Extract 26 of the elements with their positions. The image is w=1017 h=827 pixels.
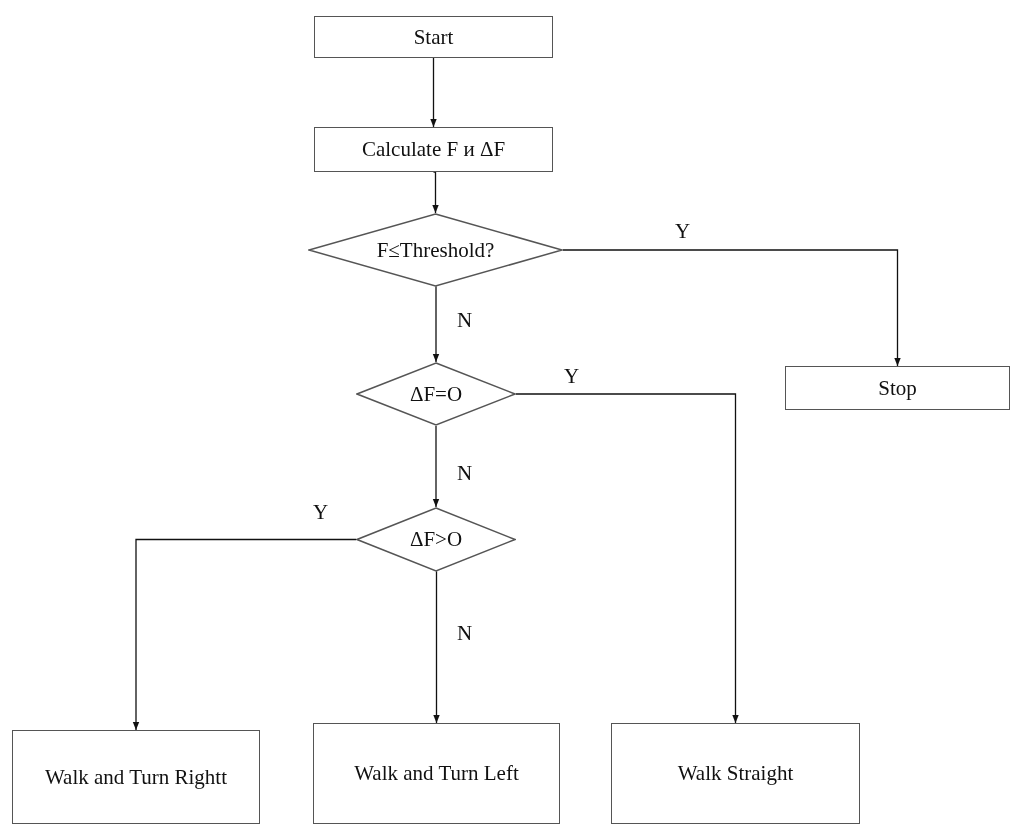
decision-diamond — [308, 213, 563, 287]
arrow — [562, 249, 901, 367]
process-box — [314, 16, 553, 58]
arrow — [432, 286, 440, 363]
process-text: Walk Straight — [677, 761, 794, 786]
process-text: Stop — [878, 375, 917, 401]
decision-diamond — [356, 507, 516, 572]
arrow — [515, 393, 739, 724]
process-box — [611, 723, 860, 824]
arrow — [433, 571, 440, 724]
arrow — [432, 425, 440, 508]
process-text: Calculate F и ΔF — [361, 137, 506, 162]
process-box — [12, 730, 260, 824]
process-box — [314, 127, 553, 172]
process-box — [313, 723, 560, 824]
decision-text: F≤Threshold? — [376, 237, 495, 263]
process-text: Start — [413, 24, 454, 50]
decision-text: ΔF>O — [409, 527, 463, 552]
process-text: Walk and Turn Left — [354, 761, 519, 786]
decision-diamond — [356, 362, 516, 426]
process-text: Walk and Turn Rightt — [44, 764, 228, 790]
arrow — [430, 57, 437, 128]
arrow — [432, 171, 439, 214]
process-box — [785, 366, 1010, 410]
arrow — [132, 538, 357, 731]
decision-text: ΔF=O — [409, 381, 463, 407]
